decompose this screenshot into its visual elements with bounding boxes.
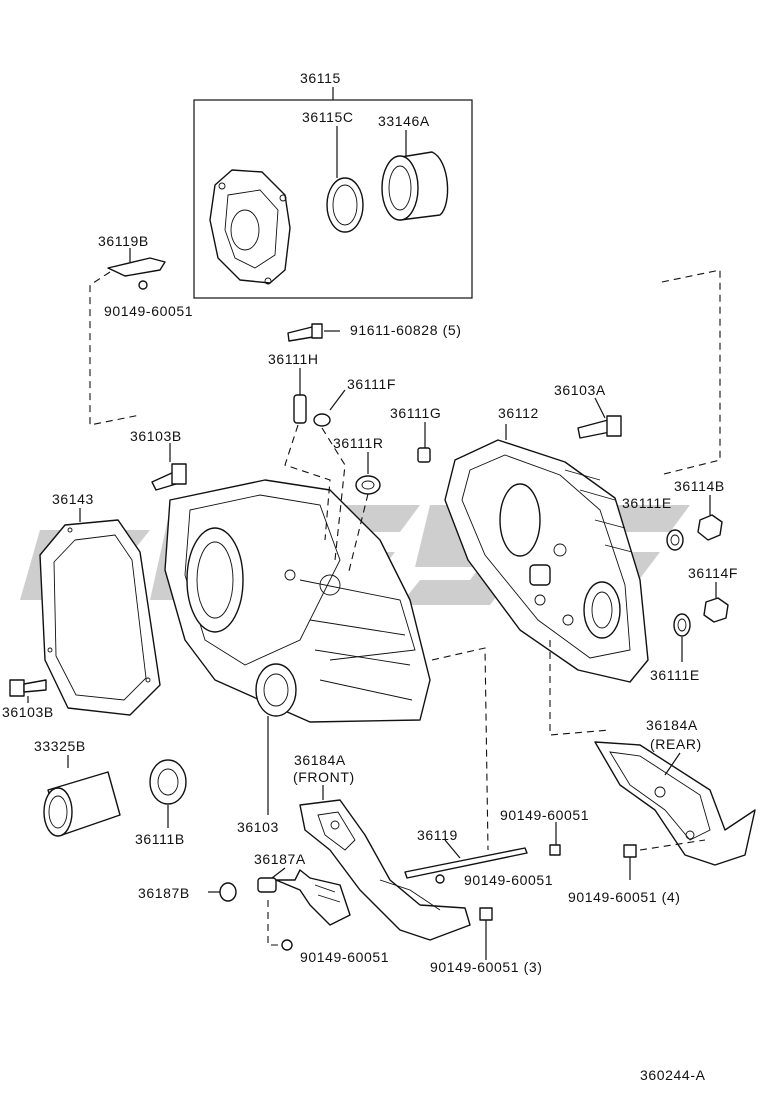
seal-36111E-lower-part [673,613,691,637]
callout-front: (FRONT) [293,769,355,785]
bolt-91611-part [287,323,340,342]
callout-36114B: 36114B [674,478,725,494]
callout-36119: 36119 [417,827,458,843]
callout-36112: 36112 [498,405,539,421]
callout-36111G: 36111G [390,405,441,421]
bearing-33146A-part [381,130,449,221]
seal-36111E-upper-part [666,529,684,551]
callout-90149-4: 90149-60051 (4) [568,889,681,905]
callout-36114F: 36114F [688,565,738,581]
callout-33325B: 33325B [34,738,86,754]
seal-36111B-part [149,759,187,828]
bolt-36103B-top-part [151,443,187,491]
callout-36115C: 36115C [302,109,354,125]
bolt-90149-4-part [623,844,637,880]
callout-36115: 36115 [300,70,341,86]
bolt-90149-3-part [479,907,493,960]
callout-36187B: 36187B [138,885,190,901]
seal-36111R-part [355,452,381,495]
bolt-rod-right-part [549,844,561,856]
rod-36119-part [404,839,528,879]
callout-36111B: 36111B [135,831,185,847]
sleeve-33325B-part [43,755,121,837]
callout-36111F: 36111F [347,376,396,392]
callout-36111R: 36111R [333,435,384,451]
callout-91611: 91611-60828 (5) [350,322,461,338]
callout-90149-bottom: 90149-60051 [300,949,389,965]
gasket-36143-part [39,508,161,716]
bolt-bottom-left-part [267,900,293,951]
callout-33146A: 33146A [378,113,430,129]
bolt-36103A-part [577,397,622,439]
callout-36103B-bottom: 36103B [2,704,54,720]
case-cover-36112-part [444,424,649,683]
callout-36103A: 36103A [554,382,606,398]
plug-36111F-part [313,389,346,427]
shield-36184A-rear-part [594,741,756,866]
plug-36114F-part [703,582,729,623]
clip-36119B-part [107,248,166,290]
callout-36103: 36103 [237,819,279,835]
bolt-36103B-bottom-part [9,679,47,703]
callout-36103B-top: 36103B [130,428,182,444]
callout-36187A: 36187A [254,851,306,867]
callout-rear: (REAR) [650,736,702,752]
callout-90149-mid-right: 90149-60051 [500,807,589,823]
callout-36111E-b: 36111E [650,667,700,683]
figure-code: 360244-A [640,1067,706,1083]
callout-36119B: 36119B [98,233,149,249]
callout-90149-top: 90149-60051 [104,303,193,319]
shield-36184A-front-part [299,785,471,941]
plug-36114B-part [697,495,723,541]
breather-36111H-part [293,368,307,424]
transfer-case-36103-part [164,479,431,723]
callout-36111E-a: 36111E [622,495,672,511]
oil-seal-36115C-part [326,126,364,233]
callout-36143: 36143 [52,491,94,507]
bolt-rod-left-part [435,874,445,884]
plug-36111G-part [417,422,431,463]
callout-36184A-rear: 36184A [646,717,698,733]
callout-36111H: 36111H [268,351,319,367]
speed-sensor-36187A-part [257,867,351,926]
callout-36184A-front: 36184A [294,752,346,768]
retainer-36115-part [209,169,291,285]
callout-90149-3: 90149-60051 (3) [430,959,543,975]
callout-90149-mid: 90149-60051 [464,872,553,888]
oring-36187B-part [208,882,237,902]
